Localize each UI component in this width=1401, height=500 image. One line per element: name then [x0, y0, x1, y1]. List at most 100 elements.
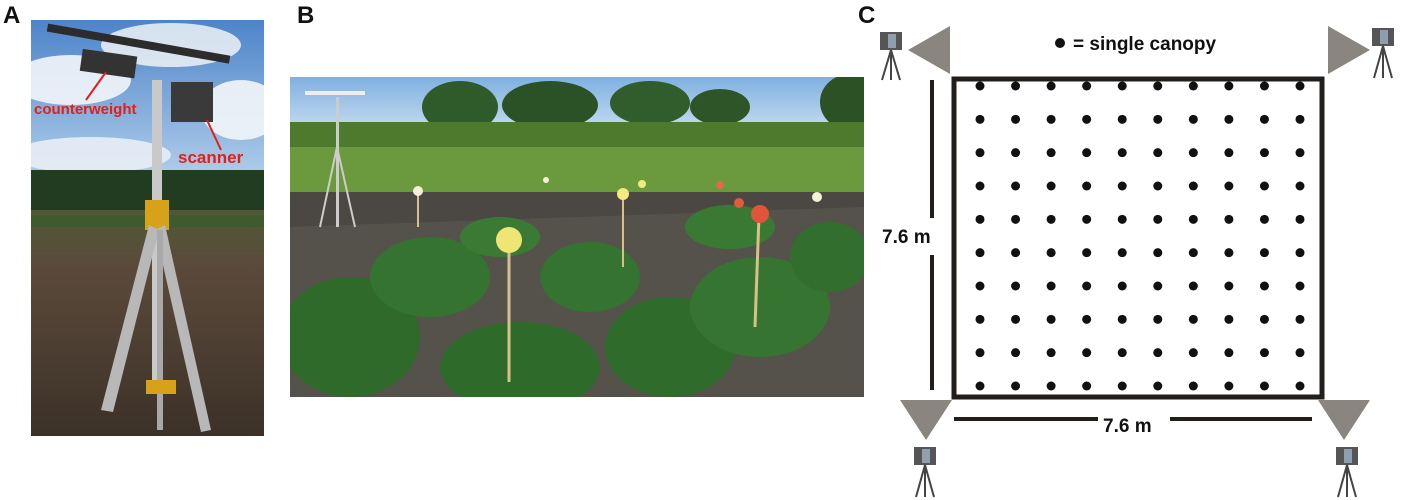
- canopy-dot: [1188, 181, 1198, 191]
- scanner-icon-top-right: [1372, 28, 1394, 79]
- canopy-dot: [1259, 214, 1269, 224]
- canopy-dot: [975, 348, 985, 358]
- plot-layout-diagram: = single canopy 7.6 m 7.6 m: [870, 0, 1401, 500]
- canopy-dot: [1224, 314, 1234, 324]
- canopy-dot: [1046, 81, 1056, 91]
- canopy-dot: [975, 148, 985, 158]
- canopy-dot: [1295, 181, 1305, 191]
- canopy-dot: [1259, 248, 1269, 258]
- canopy-dot: [1117, 281, 1127, 291]
- legend-text: = single canopy: [1073, 34, 1217, 55]
- canopy-dot: [1259, 348, 1269, 358]
- canopy-dot: [1259, 281, 1269, 291]
- canopy-dot: [1188, 348, 1198, 358]
- corner-triangle-top-left: [908, 26, 950, 74]
- canopy-dot: [1082, 381, 1092, 391]
- canopy-dot: [1153, 114, 1163, 124]
- canopy-dot: [1046, 181, 1056, 191]
- canopy-dot: [1153, 281, 1163, 291]
- canopy-dot: [1188, 248, 1198, 258]
- canopy-dot: [1117, 181, 1127, 191]
- canopy-dot: [1295, 281, 1305, 291]
- canopy-dot: [1082, 114, 1092, 124]
- canopy-dot: [1082, 281, 1092, 291]
- canopy-dot: [1224, 281, 1234, 291]
- panel-b-letter: B: [297, 2, 315, 29]
- canopy-dot: [1117, 314, 1127, 324]
- canopy-dot: [1117, 248, 1127, 258]
- canopy-dot: [1224, 81, 1234, 91]
- canopy-dot: [975, 314, 985, 324]
- canopy-dot: [1295, 348, 1305, 358]
- canopy-dot: [1082, 181, 1092, 191]
- canopy-dot: [1224, 348, 1234, 358]
- canopy-dot: [1188, 314, 1198, 324]
- canopy-dot: [1224, 181, 1234, 191]
- canopy-dot: [1011, 81, 1021, 91]
- corner-triangle-bottom-right: [1318, 400, 1370, 440]
- canopy-dot: [1117, 114, 1127, 124]
- horizontal-dimension-label: 7.6 m: [1103, 416, 1152, 437]
- canopy-dot: [1153, 348, 1163, 358]
- canopy-dot: [1117, 148, 1127, 158]
- scanner-icon-bottom-left: [914, 447, 936, 498]
- canopy-dot: [1082, 314, 1092, 324]
- counterweight-label: counterweight: [34, 101, 137, 118]
- canopy-dot: [1011, 248, 1021, 258]
- canopy-dot: [1082, 248, 1092, 258]
- canopy-dot: [975, 214, 985, 224]
- canopy-dot: [1011, 114, 1021, 124]
- scanner-icon-top-left: [880, 32, 902, 81]
- canopy-dot: [1011, 214, 1021, 224]
- corner-triangle-top-right: [1328, 26, 1370, 74]
- corner-triangle-bottom-left: [900, 400, 952, 440]
- canopy-dot: [1188, 114, 1198, 124]
- canopy-dot: [1082, 148, 1092, 158]
- canopy-dot: [1011, 281, 1021, 291]
- canopy-dot: [1259, 148, 1269, 158]
- canopy-dot: [1011, 314, 1021, 324]
- canopy-dot: [1117, 81, 1127, 91]
- canopy-dot: [1188, 381, 1198, 391]
- canopy-dot: [1259, 314, 1269, 324]
- canopy-dot: [1295, 381, 1305, 391]
- canopy-dot: [1188, 214, 1198, 224]
- canopy-dot: [1295, 114, 1305, 124]
- canopy-dot: [1259, 114, 1269, 124]
- canopy-dot: [1295, 148, 1305, 158]
- canopy-dot: [1153, 381, 1163, 391]
- canopy-dot: [1295, 214, 1305, 224]
- canopy-dot: [1046, 114, 1056, 124]
- canopy-dot: [1046, 314, 1056, 324]
- canopy-dot: [1153, 181, 1163, 191]
- canopy-dot: [1295, 248, 1305, 258]
- canopy-dot: [1188, 148, 1198, 158]
- canopy-dot: [1153, 148, 1163, 158]
- legend-dot: [1055, 38, 1065, 48]
- vertical-dimension-label: 7.6 m: [882, 227, 931, 248]
- canopy-dot: [1011, 148, 1021, 158]
- canopy-dot: [1011, 348, 1021, 358]
- panel-c-letter: C: [858, 2, 876, 29]
- canopy-dot: [1295, 314, 1305, 324]
- canopy-dot: [1224, 214, 1234, 224]
- canopy-dot: [1259, 81, 1269, 91]
- photo-soybean-field: [290, 77, 864, 397]
- canopy-dot: [1153, 214, 1163, 224]
- canopy-dot: [975, 81, 985, 91]
- canopy-dot: [1046, 381, 1056, 391]
- canopy-dot: [1188, 281, 1198, 291]
- plot-boundary: [951, 76, 1325, 400]
- canopy-dot: [1046, 214, 1056, 224]
- canopy-dot: [1153, 81, 1163, 91]
- canopy-dot: [975, 381, 985, 391]
- canopy-dot: [1153, 314, 1163, 324]
- scanner-icon-bottom-right: [1336, 447, 1358, 498]
- canopy-dot: [975, 281, 985, 291]
- canopy-dot: [1117, 348, 1127, 358]
- canopy-dot: [1046, 348, 1056, 358]
- canopy-dot: [1117, 381, 1127, 391]
- canopy-dot: [975, 181, 985, 191]
- canopy-dot: [1259, 381, 1269, 391]
- canopy-dot: [1224, 248, 1234, 258]
